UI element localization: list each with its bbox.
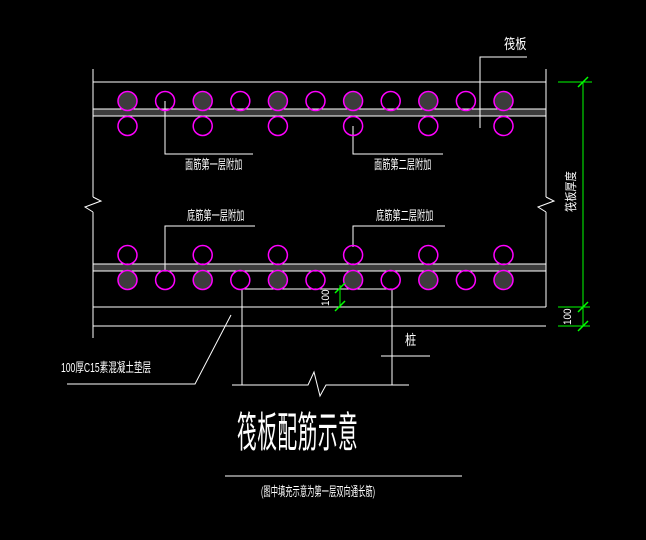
leader-bottom-layer2: [352, 225, 445, 247]
pile-embedment-dim-value: 100: [320, 289, 332, 306]
dimension-tick: [577, 320, 589, 332]
top-bars-layer1-label: 面筋第一层附加: [185, 157, 243, 172]
rebar-circle-hollow: [154, 90, 176, 112]
rebar-circle-hollow: [305, 269, 326, 291]
slab-thickness-dim-label: 筏板厚度: [564, 171, 578, 212]
rebar-circle-filled: [342, 90, 364, 112]
dimension-tick: [334, 282, 346, 294]
rebar-circle-filled: [267, 90, 289, 112]
rebar-circle-hollow: [154, 269, 176, 291]
rebar-circle-filled: [418, 90, 439, 112]
rebar-circle-hollow: [230, 90, 251, 112]
pile-bottom-break: [232, 370, 409, 398]
leader-cushion: [67, 314, 232, 385]
rebar-circle-hollow: [342, 115, 364, 137]
rebar-circle-hollow: [493, 244, 514, 266]
rebar-circle-filled: [493, 269, 514, 291]
left-edge-break: [83, 196, 103, 213]
drawing-subtitle: (图中填充示意为第一层双向通长筋): [261, 484, 376, 499]
rebar-circle-hollow: [342, 244, 364, 266]
top-bars-layer2-label: 面筋第二层附加: [374, 157, 432, 172]
rebar-circle-hollow: [192, 244, 213, 266]
rebar-circle-hollow: [455, 269, 477, 291]
drawing-title: 筏板配筋示意: [237, 409, 359, 456]
rebar-circle-filled: [192, 269, 213, 291]
rebar-circle-hollow: [117, 115, 138, 137]
rebar-circle-filled: [493, 90, 514, 112]
dimension-tick: [577, 76, 589, 88]
cushion-thickness-dim-value: 100: [562, 308, 574, 325]
rebar-circle-hollow: [267, 244, 289, 266]
rebar-circle-hollow: [267, 115, 289, 137]
pile-label: 桩: [405, 332, 417, 348]
leader-slab: [479, 56, 527, 128]
leader-bottom-layer1: [164, 225, 255, 271]
dimension-tick: [334, 300, 346, 312]
cushion-layer-label: 100厚C15素混凝土垫层: [61, 360, 152, 375]
leader-top-layer2: [352, 126, 443, 155]
rebar-circle-hollow: [230, 269, 251, 291]
rebar-circle-hollow: [380, 90, 401, 112]
bottom-bars-layer2-label: 底筋第二层附加: [376, 208, 434, 223]
rebar-circle-hollow: [418, 115, 439, 137]
rebar-circle-hollow: [192, 115, 213, 137]
rebar-circle-filled: [342, 269, 364, 291]
rebar-circle-hollow: [305, 90, 326, 112]
bottom-bars-layer1-label: 底筋第一层附加: [187, 208, 245, 223]
rebar-circle-hollow: [418, 244, 439, 266]
rebar-circle-hollow: [493, 115, 514, 137]
rebar-circle-filled: [418, 269, 439, 291]
leader-top-layer1: [164, 101, 253, 155]
rebar-circle-filled: [192, 90, 213, 112]
rebar-circle-hollow: [455, 90, 477, 112]
bottom-through-bar-band: [92, 263, 547, 272]
rebar-circle-hollow: [117, 244, 138, 266]
dimension-tick: [577, 301, 589, 313]
right-edge-break: [536, 196, 556, 213]
rebar-circle-filled: [267, 269, 289, 291]
slab-label: 筏板: [504, 36, 527, 52]
rebar-circle-hollow: [380, 269, 401, 291]
rebar-circle-filled: [117, 269, 138, 291]
rebar-circle-filled: [117, 90, 138, 112]
